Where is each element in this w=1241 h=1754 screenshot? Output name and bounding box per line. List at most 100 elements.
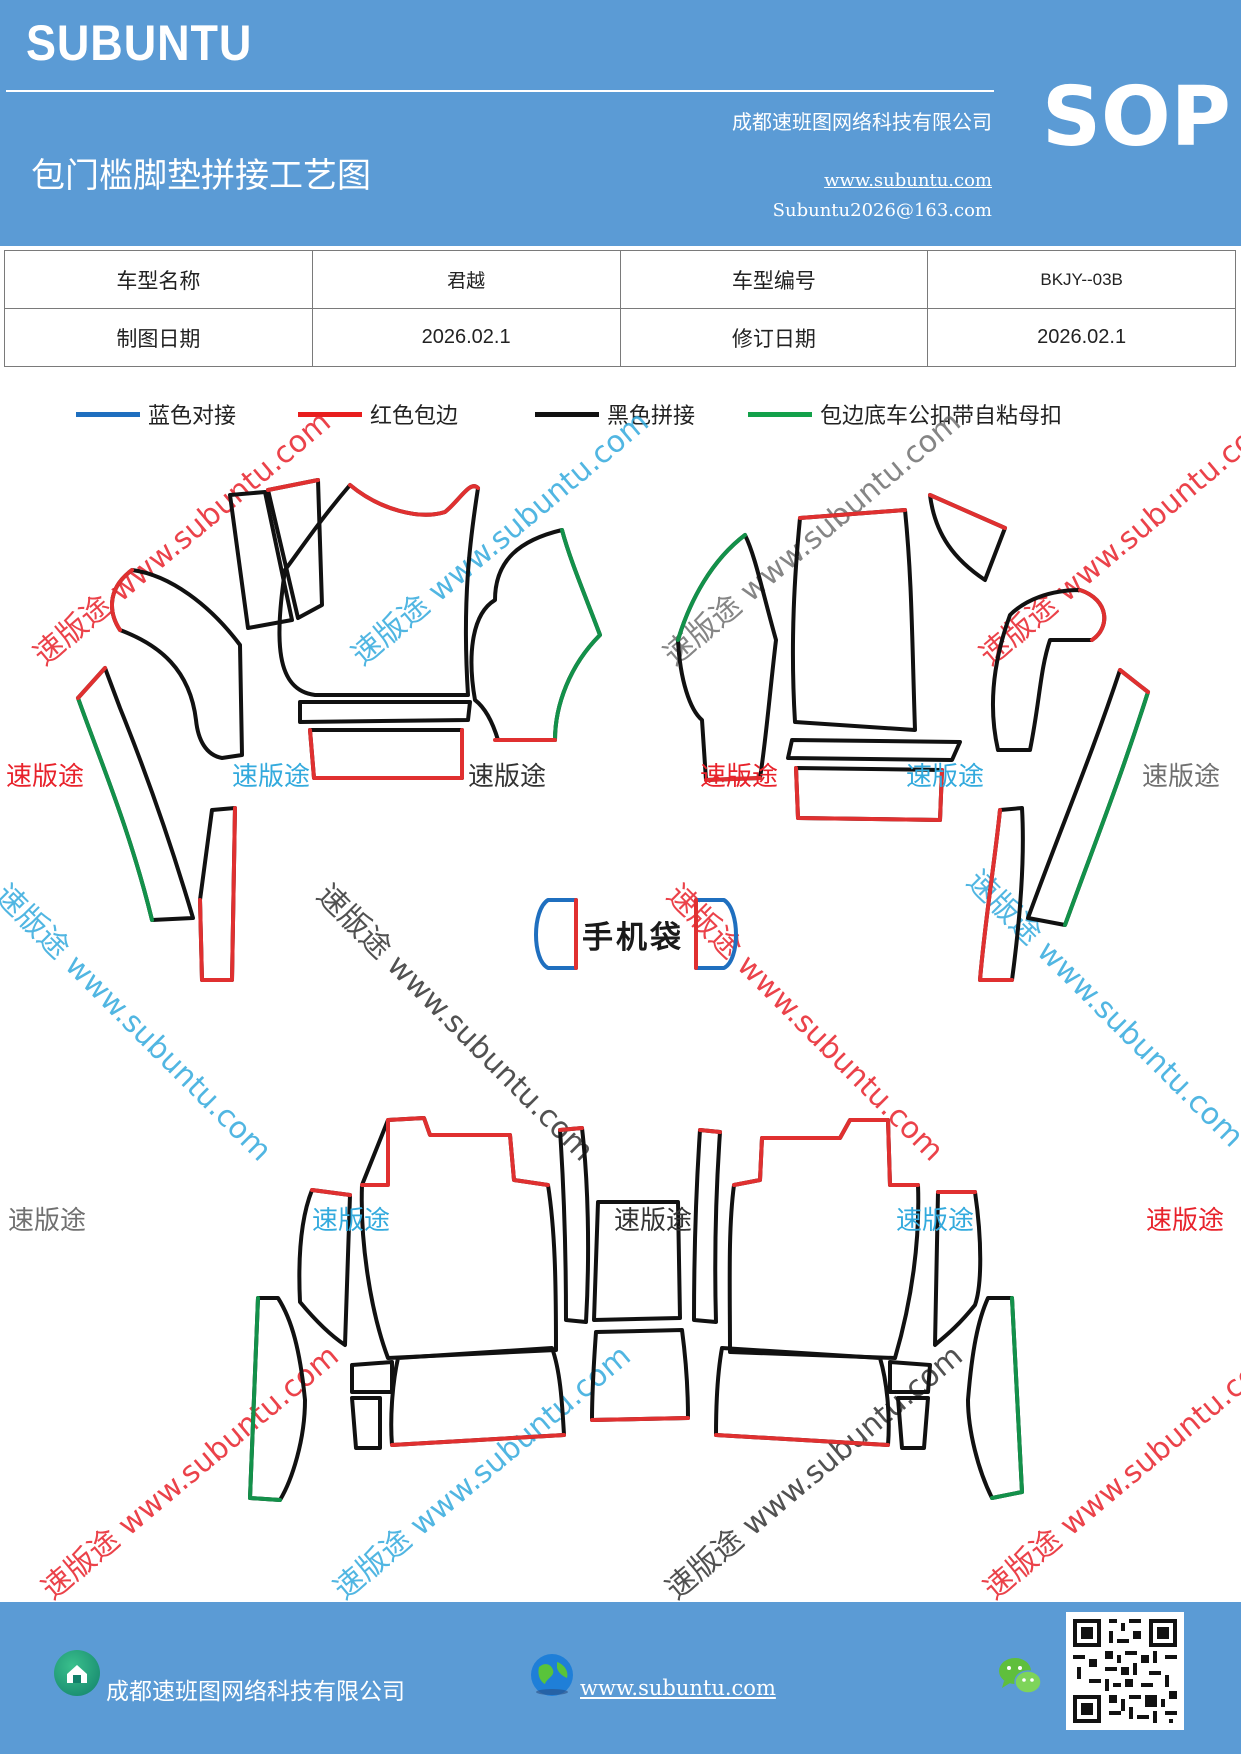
header-company: 成都速班图网络科技有限公司 <box>732 110 992 134</box>
mat-piece <box>469 528 602 742</box>
mat-piece <box>110 568 244 760</box>
model-name-label: 车型名称 <box>4 250 313 309</box>
model-name-value: 君越 <box>311 250 621 309</box>
model-code-value: BKJY--03B <box>927 250 1236 309</box>
mat-piece <box>928 493 1007 582</box>
watermark-word: 速版途 <box>896 1206 975 1236</box>
mat-piece <box>592 1200 682 1322</box>
legend-label: 包边底车公扣带自粘母扣 <box>820 404 1063 429</box>
mat-piece-edge <box>732 1118 920 1187</box>
line-color-legend: 蓝色对接 红色包边 黑色拼接 包边底车公扣带自粘母扣 <box>0 398 1241 438</box>
mat-piece-edge <box>110 568 134 632</box>
legend-swatch <box>298 411 362 417</box>
mat-piece-edge <box>990 1296 1024 1500</box>
mat-piece <box>978 806 1025 982</box>
mat-piece <box>692 1128 722 1324</box>
mat-piece-edge <box>794 766 944 822</box>
mat-piece-edge <box>1063 690 1150 927</box>
watermark-word: 速版途 <box>906 762 985 792</box>
mat-piece <box>933 1190 983 1347</box>
mat-piece <box>228 490 294 630</box>
mat-piece-edge <box>1118 668 1150 694</box>
watermark-word: 速版途 <box>1146 1206 1225 1236</box>
page-title: 包门槛脚垫拼接工艺图 <box>31 156 371 196</box>
mat-piece-edge <box>310 1188 352 1197</box>
header-banner: SUBUNTU SOP 成都速班图网络科技有限公司 包门槛脚垫拼接工艺图 www… <box>0 0 1241 246</box>
draw-date-label: 制图日期 <box>4 308 313 367</box>
mat-piece-edge <box>266 478 320 492</box>
legend-item-blue: 蓝色对接 <box>76 398 236 430</box>
mat-piece-edge <box>198 806 237 982</box>
mat-piece-edge <box>553 528 602 742</box>
mat-piece-edge <box>308 728 464 780</box>
watermark-word: 速版途 <box>700 762 779 792</box>
legend-label: 红色包边 <box>370 404 459 429</box>
mat-piece <box>76 666 195 922</box>
mat-piece <box>297 1188 352 1347</box>
mat-piece <box>727 1118 921 1360</box>
mat-piece-edge <box>676 533 747 642</box>
mat-piece-edge <box>360 1116 550 1187</box>
mat-piece <box>786 738 962 762</box>
splicing-diagram: 速版途 www.subuntu.com 速版途 www.subuntu.com … <box>0 404 1241 1607</box>
mat-piece <box>790 508 917 732</box>
sop-badge: SOP <box>1042 70 1231 165</box>
mat-piece <box>350 1360 394 1394</box>
mat-piece <box>298 700 472 724</box>
home-icon <box>54 1650 100 1696</box>
watermark-word: 速版途 <box>468 762 547 792</box>
legend-label: 黑色拼接 <box>607 404 696 429</box>
table-row: 车型名称 君越 车型编号 BKJY--03B <box>4 250 1236 309</box>
mat-piece <box>359 1116 558 1360</box>
legend-item-green: 包边底车公扣带自粘母扣 <box>748 398 1062 430</box>
mat-piece-edge <box>798 508 907 520</box>
mat-piece <box>966 1296 1024 1500</box>
mat-piece-edge <box>76 666 107 700</box>
mat-piece <box>714 1346 891 1447</box>
globe-icon <box>529 1652 575 1698</box>
legend-swatch <box>535 411 599 417</box>
mat-piece-edge <box>714 1433 890 1447</box>
phone-bag-label: 手机袋 <box>582 920 684 956</box>
legend-swatch <box>76 411 140 417</box>
mat-pieces-svg <box>76 478 1150 1502</box>
watermark-word: 速版途 <box>8 1206 87 1236</box>
model-code-label: 车型编号 <box>619 250 929 309</box>
mat-piece-edge <box>978 808 1014 982</box>
mat-piece <box>558 1126 591 1324</box>
watermark-word: 速版途 <box>1142 762 1221 792</box>
mat-piece <box>248 1296 307 1502</box>
mat-piece <box>888 1360 932 1394</box>
footer-company: 成都速班图网络科技有限公司 <box>106 1679 405 1705</box>
mat-piece-edge <box>704 776 762 782</box>
footer-banner: 成都速班图网络科技有限公司 www.subuntu.com <box>0 1602 1241 1754</box>
wechat-icon[interactable] <box>996 1654 1044 1698</box>
mat-piece-edge <box>390 1433 566 1447</box>
legend-swatch <box>748 411 812 417</box>
revise-date-value: 2026.02.1 <box>927 308 1236 367</box>
mat-piece <box>896 1396 930 1450</box>
header-website-link[interactable]: www.subuntu.com <box>824 170 992 191</box>
mat-piece <box>389 1346 566 1447</box>
mat-piece-edge <box>76 696 154 922</box>
brand-logo: SUBUNTU <box>26 15 253 71</box>
mat-piece-edge <box>1078 588 1107 642</box>
mat-piece-edge <box>698 1128 722 1134</box>
mat-piece-edge <box>248 1296 282 1502</box>
watermark-word: 速版途 <box>312 1206 391 1236</box>
mat-piece <box>991 588 1107 752</box>
legend-label: 蓝色对接 <box>148 404 237 429</box>
header-email[interactable]: Subuntu2026@163.com <box>772 200 992 221</box>
mat-piece <box>1026 668 1150 927</box>
mat-piece-edge <box>348 483 480 517</box>
model-info-table: 车型名称 君越 车型编号 BKJY--03B 制图日期 2026.02.1 修订… <box>4 250 1236 367</box>
mat-piece-edge <box>928 493 1007 530</box>
revise-date-label: 修订日期 <box>619 308 929 367</box>
mat-piece <box>308 728 464 780</box>
legend-item-black: 黑色拼接 <box>535 398 695 430</box>
watermark-word: 速版途 <box>614 1206 693 1236</box>
qr-code[interactable] <box>1066 1612 1184 1730</box>
header-divider <box>6 90 994 92</box>
mat-piece-edge <box>558 1126 584 1132</box>
footer-website-link[interactable]: www.subuntu.com <box>580 1676 776 1700</box>
